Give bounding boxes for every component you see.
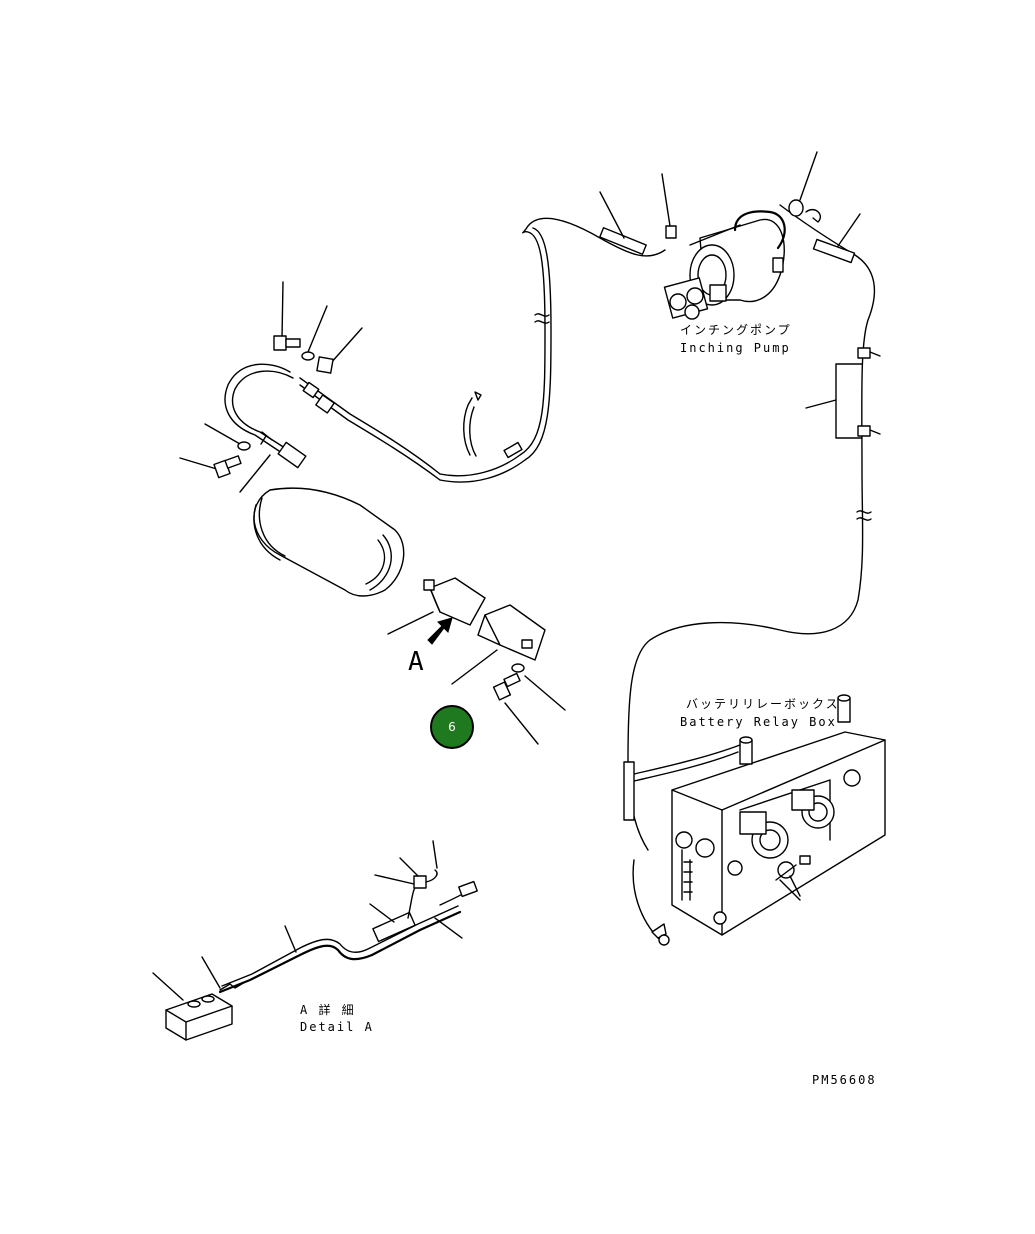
battery-relay-box-label-jp: バッテリリレーボックス: [686, 697, 840, 711]
harness-clamps-right: [805, 347, 881, 439]
battery-relay-box-label-en: Battery Relay Box: [680, 715, 837, 729]
inching-pump: [599, 151, 861, 320]
main-harness: [439, 204, 876, 941]
hardware-top-left: [213, 335, 334, 479]
part-callout-6[interactable]: 6: [430, 705, 474, 749]
inching-pump-label-jp: インチングポンプ: [680, 323, 792, 337]
part-callout-6-number: 6: [448, 720, 456, 734]
leader-lines-top-left: [179, 281, 363, 493]
controller-harness: [224, 363, 523, 481]
detail-a-label-en: Detail A: [300, 1020, 374, 1034]
detail-a-assembly: [152, 840, 478, 1041]
battery-relay-box: [623, 694, 886, 946]
controller-cylinder: [253, 487, 566, 745]
inching-pump-label-en: Inching Pump: [680, 341, 791, 355]
view-a-label: A: [408, 647, 424, 677]
drawing-number: PM56608: [812, 1073, 877, 1087]
detail-a-label-jp: A 詳 細: [300, 1002, 356, 1017]
